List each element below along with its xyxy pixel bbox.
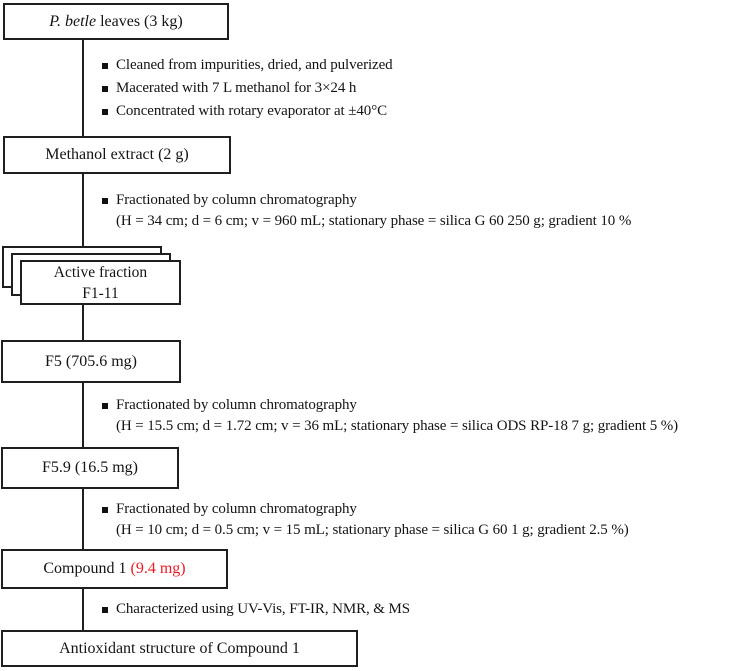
node-active-fraction: Active fraction F1-11: [20, 260, 181, 305]
connector-line: [82, 489, 84, 549]
node-f5: F5 (705.6 mg): [1, 340, 181, 383]
node-label-line2: F1-11: [82, 284, 119, 302]
step-text: Fractionated by column chromatography: [116, 192, 357, 208]
connector-line: [82, 305, 84, 340]
step-line-continuation: (H = 15.5 cm; d = 1.72 cm; v = 36 mL; st…: [102, 416, 678, 437]
step-line-continuation: (H = 34 cm; d = 6 cm; v = 960 mL; statio…: [102, 211, 631, 232]
node-f5-9: F5.9 (16.5 mg): [1, 447, 179, 489]
step-text: Cleaned from impurities, dried, and pulv…: [116, 57, 393, 73]
step-line: Fractionated by column chromatography: [102, 499, 629, 520]
node-compound-1: Compound 1 (9.4 mg): [1, 549, 228, 589]
bullet-square-icon: [102, 607, 108, 613]
node-methanol-extract: Methanol extract (2 g): [3, 136, 231, 174]
step-line: Characterized using UV-Vis, FT-IR, NMR, …: [102, 599, 410, 620]
connector-line: [82, 40, 84, 136]
step-line: Fractionated by column chromatography: [102, 395, 678, 416]
step-line: Concentrated with rotary evaporator at ±…: [102, 100, 393, 123]
node-label: Antioxidant structure of Compound 1: [59, 639, 300, 657]
node-antioxidant-structure: Antioxidant structure of Compound 1: [1, 630, 358, 667]
bullet-square-icon: [102, 86, 108, 92]
connector-line: [82, 174, 84, 246]
process-step-2: Fractionated by column chromatography (H…: [102, 190, 631, 232]
bullet-square-icon: [102, 63, 108, 69]
bullet-square-icon: [102, 109, 108, 115]
step-text: (H = 10 cm; d = 0.5 cm; v = 15 mL; stati…: [116, 522, 629, 538]
node-label: F5.9 (16.5 mg): [42, 459, 138, 476]
bullet-square-icon: [102, 507, 108, 513]
step-text: Concentrated with rotary evaporator at ±…: [116, 103, 387, 119]
process-step-4: Fractionated by column chromatography (H…: [102, 499, 629, 541]
step-text: Fractionated by column chromatography: [116, 397, 357, 413]
connector-line: [82, 589, 84, 630]
step-text: (H = 15.5 cm; d = 1.72 cm; v = 36 mL; st…: [116, 418, 679, 434]
step-line: Fractionated by column chromatography: [102, 190, 631, 211]
process-step-1: Cleaned from impurities, dried, and pulv…: [102, 54, 393, 123]
step-text: (H = 34 cm; d = 6 cm; v = 960 mL; statio…: [116, 213, 632, 229]
node-label-line1: Active fraction: [53, 263, 148, 281]
process-step-5: Characterized using UV-Vis, FT-IR, NMR, …: [102, 599, 410, 620]
node-label: F5 (705.6 mg): [45, 352, 137, 370]
step-text: Fractionated by column chromatography: [116, 501, 357, 517]
process-step-3: Fractionated by column chromatography (H…: [102, 395, 678, 437]
step-text: Characterized using UV-Vis, FT-IR, NMR, …: [116, 601, 410, 617]
step-line-continuation: (H = 10 cm; d = 0.5 cm; v = 15 mL; stati…: [102, 520, 629, 541]
step-text: Macerated with 7 L methanol for 3×24 h: [116, 80, 357, 96]
connector-line: [82, 383, 84, 447]
bullet-square-icon: [102, 198, 108, 204]
bullet-square-icon: [102, 403, 108, 409]
step-line: Macerated with 7 L methanol for 3×24 h: [102, 77, 393, 100]
node-label: P. betle leaves (3 kg): [49, 12, 183, 30]
node-label: Compound 1 (9.4 mg): [43, 560, 186, 577]
node-label: Methanol extract (2 g): [45, 146, 189, 163]
node-p-betle-leaves: P. betle leaves (3 kg): [3, 3, 229, 40]
compound-amount-red: (9.4 mg): [130, 560, 186, 577]
step-line: Cleaned from impurities, dried, and pulv…: [102, 54, 393, 77]
